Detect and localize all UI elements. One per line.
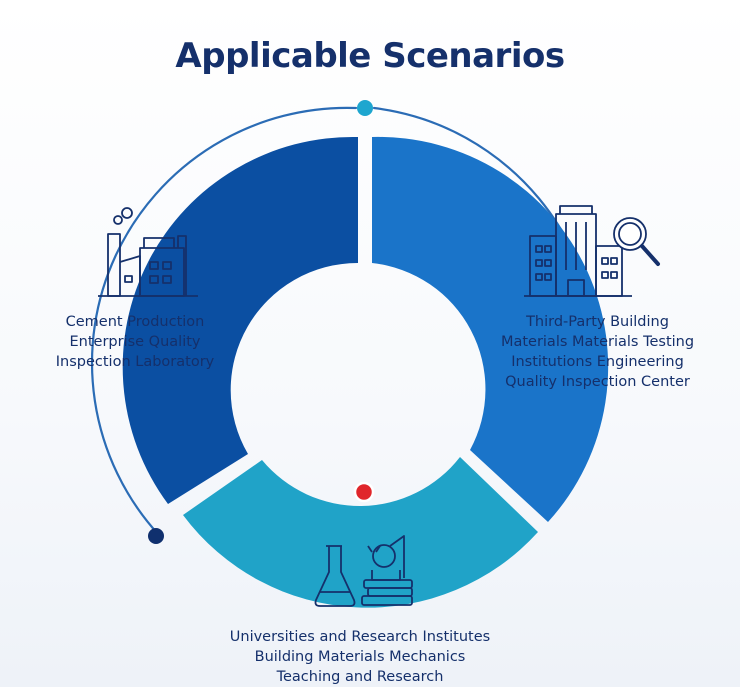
segment-left xyxy=(122,136,358,504)
segment-left-line-3: Inspection Laboratory xyxy=(55,354,215,370)
segment-left-line-1: Cement Production xyxy=(65,314,205,330)
diagram-title: Applicable Scenarios xyxy=(175,36,565,76)
office-building-magnifier-icon xyxy=(524,205,660,297)
segment-bottom-label: Universities and Research Institutes Bui… xyxy=(200,627,520,687)
segment-right-line-1: Third-Party Building xyxy=(526,314,669,330)
center-accent-dot xyxy=(353,481,375,503)
segment-bottom-line-3: Teaching and Research xyxy=(276,669,444,685)
segment-left-line-2: Enterprise Quality xyxy=(69,334,201,350)
top-accent-dot xyxy=(357,100,373,116)
outer-ring-arc-left xyxy=(90,106,358,536)
factory-icon xyxy=(98,207,198,297)
segment-right-line-2: Materials Materials Testing xyxy=(500,334,695,350)
segment-bottom-line-1: Universities and Research Institutes xyxy=(229,629,491,645)
segment-bottom xyxy=(183,457,538,608)
segment-right xyxy=(372,136,609,523)
left-accent-dot xyxy=(148,528,164,544)
segment-bottom-line-2: Building Materials Mechanics xyxy=(254,649,466,665)
laboratory-flask-books-icon xyxy=(314,535,413,607)
segment-right-line-4: Quality Inspection Center xyxy=(505,374,690,390)
segment-right-line-3: Institutions Engineering xyxy=(511,354,684,370)
segment-right-label: Third-Party Building Materials Materials… xyxy=(490,312,705,392)
segment-left-label: Cement Production Enterprise Quality Ins… xyxy=(40,312,230,372)
